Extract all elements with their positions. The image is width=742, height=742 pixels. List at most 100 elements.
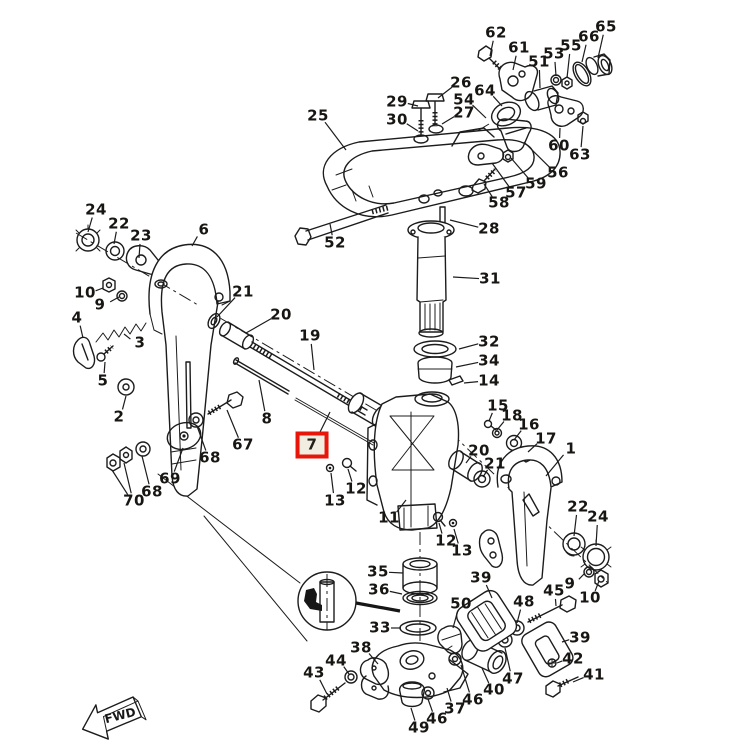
- part-label-50[interactable]: 50: [450, 594, 472, 613]
- part-label-45[interactable]: 45: [543, 581, 565, 600]
- part-label-9[interactable]: 9: [564, 574, 576, 593]
- part-label-32[interactable]: 32: [478, 332, 500, 351]
- part-label-1[interactable]: 1: [565, 439, 577, 458]
- part-label-68[interactable]: 68: [199, 448, 221, 467]
- part-label-3[interactable]: 3: [134, 333, 146, 352]
- part-label-9[interactable]: 9: [94, 295, 106, 314]
- leader-line: [441, 116, 455, 125]
- part-label-5[interactable]: 5: [97, 371, 109, 390]
- part-label-19[interactable]: 19: [299, 326, 321, 345]
- leader-line: [95, 287, 104, 292]
- part-label-42[interactable]: 42: [562, 649, 584, 668]
- part-label-29[interactable]: 29: [386, 92, 408, 111]
- leader-line: [141, 455, 150, 485]
- part-label-46[interactable]: 46: [462, 690, 484, 709]
- part-label-24[interactable]: 24: [85, 200, 107, 219]
- part-label-38[interactable]: 38: [350, 638, 372, 657]
- part-label-34[interactable]: 34: [478, 351, 500, 370]
- part-label-26[interactable]: 26: [450, 73, 472, 92]
- leader-line: [489, 40, 494, 57]
- part-label-60[interactable]: 60: [548, 136, 570, 155]
- bolt-52-drawing: [294, 204, 389, 246]
- part-label-47[interactable]: 47: [502, 669, 524, 688]
- part-label-54[interactable]: 54: [453, 90, 475, 109]
- part-label-20[interactable]: 20: [270, 305, 292, 324]
- part-label-55[interactable]: 55: [560, 36, 582, 55]
- leader-line: [458, 343, 479, 350]
- part-label-15[interactable]: 15: [487, 396, 509, 415]
- leader-line: [460, 664, 471, 693]
- part-label-68[interactable]: 68: [141, 482, 163, 501]
- part-label-39[interactable]: 39: [569, 628, 591, 647]
- leader-line: [492, 95, 503, 107]
- part-label-16[interactable]: 16: [518, 415, 540, 434]
- part-label-22[interactable]: 22: [108, 214, 130, 233]
- part-label-20[interactable]: 20: [468, 441, 490, 460]
- part-label-10[interactable]: 10: [74, 283, 96, 302]
- part-label-2[interactable]: 2: [113, 407, 125, 426]
- part-label-17[interactable]: 17: [535, 429, 557, 448]
- part-label-64[interactable]: 64: [474, 81, 496, 100]
- part-label-43[interactable]: 43: [303, 663, 325, 682]
- part-label-21[interactable]: 21: [232, 282, 254, 301]
- leader-line: [510, 157, 529, 179]
- part-label-31[interactable]: 31: [479, 269, 501, 288]
- part-label-63[interactable]: 63: [569, 145, 591, 164]
- part-label-70[interactable]: 70: [123, 491, 145, 510]
- part-label-4[interactable]: 4: [71, 308, 83, 327]
- part-label-12[interactable]: 12: [345, 479, 367, 498]
- part-label-11[interactable]: 11: [378, 508, 400, 527]
- leader-line: [343, 666, 350, 675]
- part-label-12[interactable]: 12: [435, 531, 457, 550]
- part-label-57[interactable]: 57: [505, 183, 527, 202]
- leader-line: [87, 217, 93, 233]
- part-label-62[interactable]: 62: [485, 23, 507, 42]
- bushing-20b-drawing: [448, 450, 483, 482]
- part-label-14[interactable]: 14: [478, 371, 500, 390]
- part-label-8[interactable]: 8: [261, 409, 273, 428]
- part-label-59[interactable]: 59: [525, 174, 547, 193]
- part-label-69[interactable]: 69: [159, 469, 181, 488]
- part-label-65[interactable]: 65: [595, 17, 617, 36]
- part-label-40[interactable]: 40: [483, 680, 505, 699]
- part-label-6[interactable]: 6: [198, 220, 210, 239]
- part-label-35[interactable]: 35: [367, 562, 389, 581]
- part-label-53[interactable]: 53: [543, 44, 565, 63]
- part-label-37[interactable]: 37: [444, 699, 466, 718]
- part-label-51[interactable]: 51: [528, 52, 550, 71]
- part-label-56[interactable]: 56: [547, 163, 569, 182]
- part-label-61[interactable]: 61: [508, 38, 530, 57]
- leader-line: [330, 472, 335, 494]
- part-label-44[interactable]: 44: [325, 651, 347, 670]
- part-label-23[interactable]: 23: [130, 226, 152, 245]
- part-label-58[interactable]: 58: [488, 193, 510, 212]
- part-label-33[interactable]: 33: [369, 618, 391, 637]
- part-label-30[interactable]: 30: [386, 110, 408, 129]
- part-label-66[interactable]: 66: [578, 27, 600, 46]
- part-label-24[interactable]: 24: [587, 507, 609, 526]
- part-label-48[interactable]: 48: [513, 592, 535, 611]
- part-label-13[interactable]: 13: [324, 491, 346, 510]
- bolts-26-29-drawing: [411, 93, 445, 144]
- part-label-27[interactable]: 27: [453, 103, 475, 122]
- part-label-36[interactable]: 36: [368, 580, 390, 599]
- part-label-49[interactable]: 49: [408, 718, 430, 737]
- part-label-18[interactable]: 18: [501, 406, 523, 425]
- part-label-28[interactable]: 28: [478, 219, 500, 238]
- part-label-13[interactable]: 13: [451, 541, 473, 560]
- leader-line: [111, 469, 129, 495]
- part-label-10[interactable]: 10: [579, 588, 601, 607]
- leader-line: [512, 55, 517, 71]
- part-label-7-highlighted[interactable]: 7: [295, 431, 329, 459]
- tilt-lever-parts-drawing: [72, 322, 147, 396]
- part-label-25[interactable]: 25: [307, 106, 329, 125]
- part-label-67[interactable]: 67: [232, 435, 254, 454]
- part-label-46[interactable]: 46: [426, 709, 448, 728]
- part-label-39[interactable]: 39: [470, 568, 492, 587]
- part-label-41[interactable]: 41: [583, 665, 605, 684]
- leader-line: [465, 456, 472, 464]
- part-label-22[interactable]: 22: [567, 497, 589, 516]
- part-label-52[interactable]: 52: [324, 233, 346, 252]
- part-label-21[interactable]: 21: [484, 454, 506, 473]
